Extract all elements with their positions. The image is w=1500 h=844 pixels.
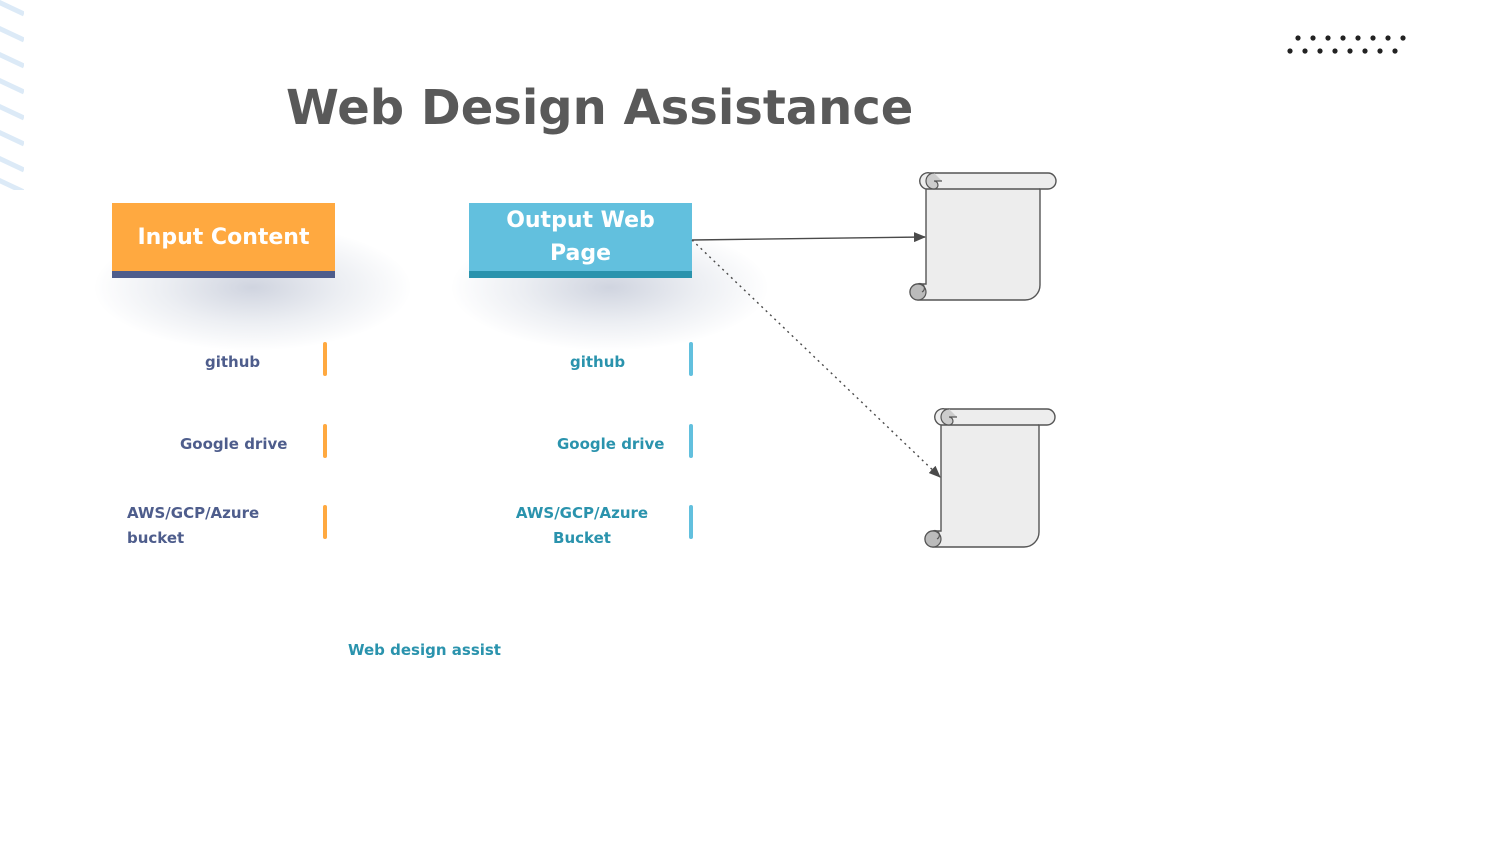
footer-caption: Web design assist	[348, 641, 501, 659]
output-web-page-label: Output Web Page	[506, 208, 655, 266]
output-item-google-drive: Google drive	[557, 435, 665, 453]
input-content-label: Input Content	[137, 224, 310, 250]
input-item-google-drive: Google drive	[180, 435, 288, 453]
scroll-icon	[924, 408, 1056, 548]
scroll-icon	[909, 172, 1057, 301]
input-content-underline	[112, 271, 335, 278]
output-web-page-header: Output Web Page	[469, 203, 692, 271]
input-content-header: Input Content	[112, 203, 335, 271]
decorative-stripes	[0, 0, 24, 190]
output-item-marker	[689, 342, 693, 376]
decorative-dots	[1287, 35, 1406, 54]
input-item-marker	[323, 505, 327, 539]
solid-arrow	[691, 232, 926, 243]
input-item-marker	[323, 342, 327, 376]
input-item-github: github	[205, 353, 261, 371]
page-title: Web Design Assistance	[286, 80, 914, 136]
output-item-marker	[689, 505, 693, 539]
output-item-marker	[689, 424, 693, 458]
input-item-marker	[323, 424, 327, 458]
output-web-page-underline	[469, 271, 692, 278]
dotted-arrow	[691, 239, 941, 478]
output-item-github: github	[570, 353, 626, 371]
output-item-cloud-bucket: AWS/GCP/Azure Bucket	[515, 504, 649, 547]
input-item-cloud-bucket: AWS/GCP/Azure bucket	[127, 504, 260, 547]
